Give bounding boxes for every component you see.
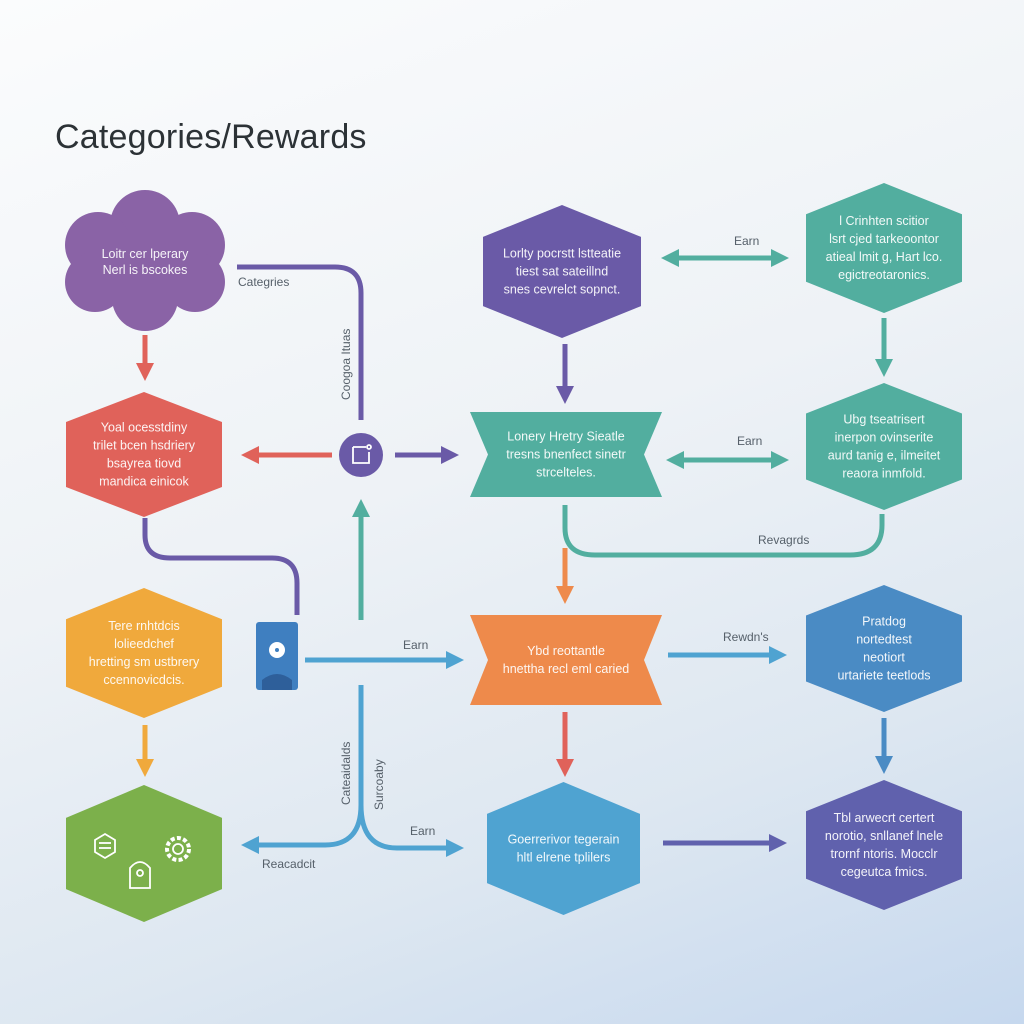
label-categories-vertical: Coogoa Ituas [339, 329, 353, 400]
label-categories-vertical-2: Cateaidalds [339, 742, 353, 805]
phone-node[interactable] [256, 622, 298, 690]
connector-rewards-loop [562, 505, 885, 558]
label-rewards-loop: Revagrds [758, 533, 809, 547]
gear-icon [165, 836, 191, 862]
diagram-title: Categories/Rewards [55, 118, 367, 156]
document-icon [352, 444, 372, 464]
label-rewards-fork: Reacadcit [262, 857, 316, 871]
shield-icon [129, 861, 151, 889]
connector-categories [237, 264, 364, 420]
label-categories: Categries [238, 275, 289, 289]
label-sur-vertical: Surcoaby [372, 759, 386, 810]
label-earn-phone: Earn [403, 638, 428, 652]
connector-red-to-phone [142, 518, 300, 615]
label-earn-2: Earn [737, 434, 762, 448]
hub-node[interactable] [339, 433, 383, 477]
label-earn-1: Earn [734, 234, 759, 248]
badge-icon [94, 832, 116, 860]
label-rewards-right: Rewdn's [723, 630, 769, 644]
connector-fork-right [358, 804, 464, 857]
node-green-hex[interactable] [66, 785, 222, 922]
reward-icons [94, 832, 191, 889]
label-earn-fork: Earn [410, 824, 435, 838]
